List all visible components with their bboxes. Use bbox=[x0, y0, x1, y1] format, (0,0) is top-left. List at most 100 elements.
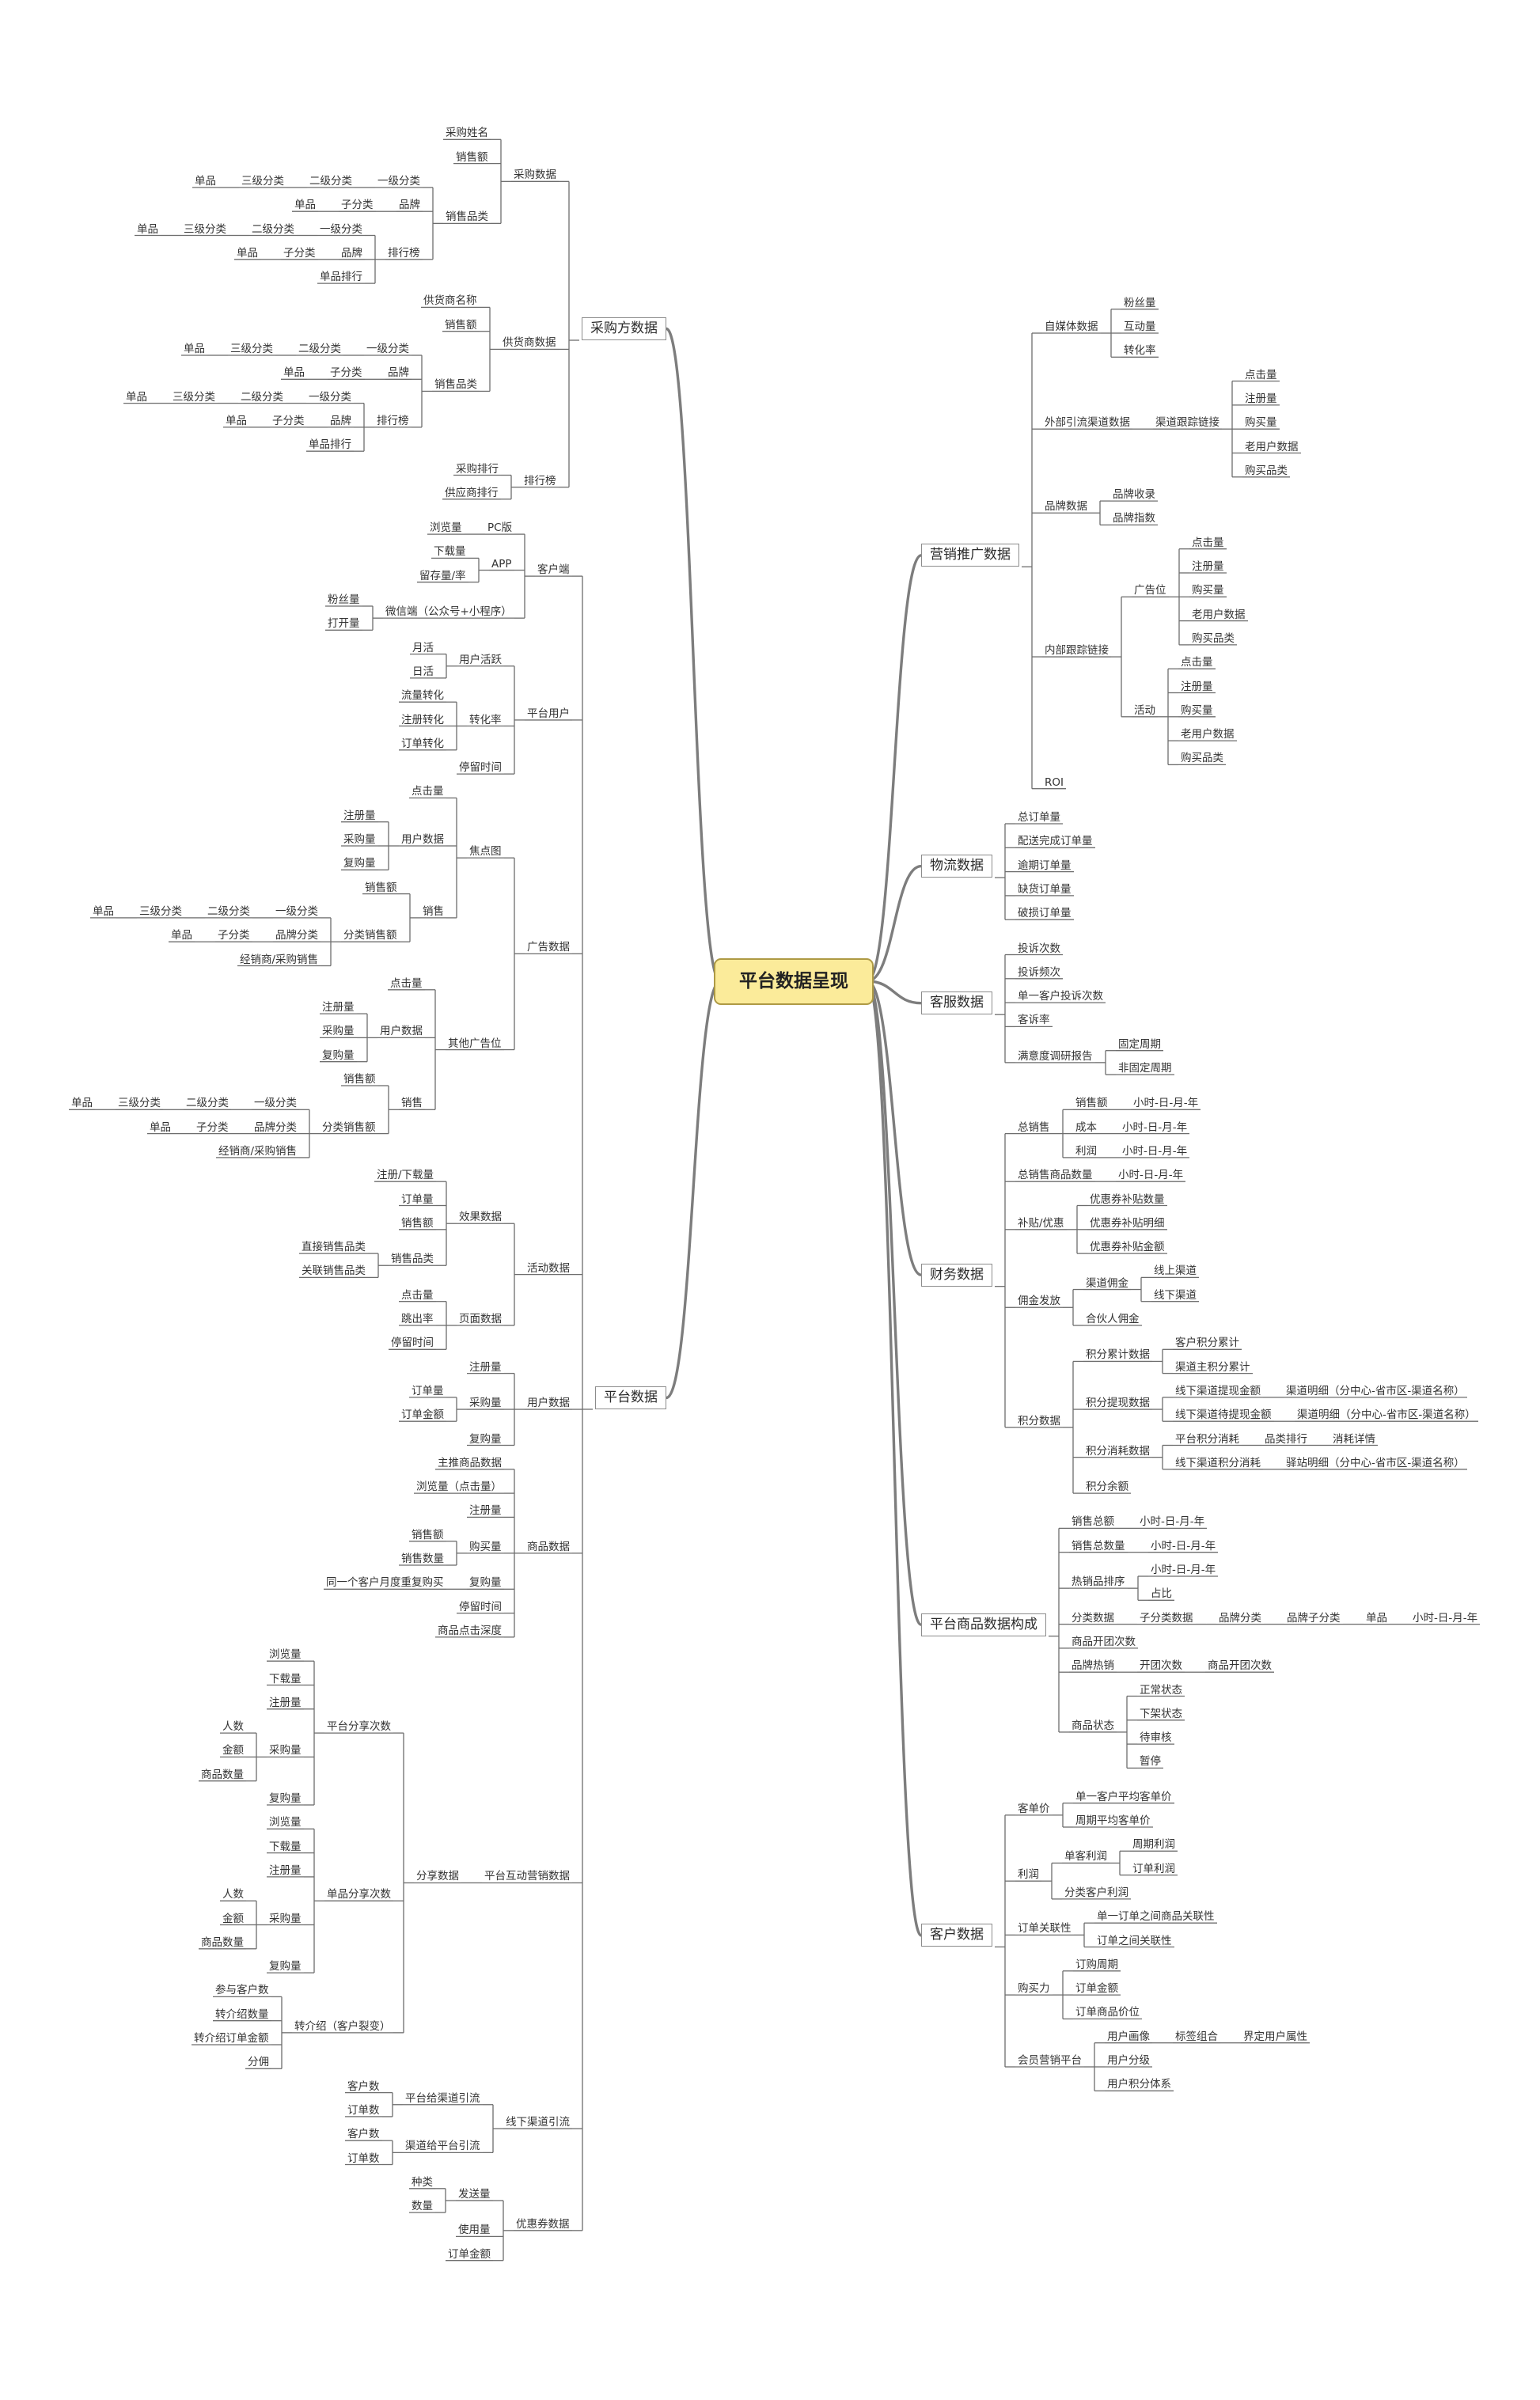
branch-topic[interactable]: 营销推广数据 bbox=[921, 544, 1019, 567]
topic-node[interactable]: 平台分享次数 bbox=[327, 1720, 391, 1734]
topic-node[interactable]: 一级分类 bbox=[320, 222, 362, 236]
topic-node[interactable]: 暂停 bbox=[1140, 1755, 1161, 1769]
topic-node[interactable]: 平台用户 bbox=[527, 707, 570, 720]
topic-node[interactable]: 单品分享次数 bbox=[327, 1888, 391, 1901]
topic-node[interactable]: 商品开团次数 bbox=[1208, 1659, 1272, 1673]
topic-node[interactable]: 消耗详情 bbox=[1333, 1432, 1375, 1446]
topic-node[interactable]: 一级分类 bbox=[254, 1097, 297, 1110]
topic-node[interactable]: 渠道明细（分中心-省市区-渠道名称） bbox=[1297, 1409, 1476, 1422]
topic-node[interactable]: 线上渠道 bbox=[1154, 1264, 1197, 1278]
topic-node[interactable]: 购买量 bbox=[1192, 584, 1224, 597]
topic-node[interactable]: 销售额 bbox=[412, 1528, 444, 1541]
topic-node[interactable]: 复购量 bbox=[322, 1048, 355, 1062]
topic-node[interactable]: 小时-日-月-年 bbox=[1118, 1169, 1184, 1182]
topic-node[interactable]: 点击量 bbox=[1181, 656, 1213, 669]
topic-node[interactable]: 金额 bbox=[222, 1744, 244, 1757]
topic-node[interactable]: 停留时间 bbox=[459, 761, 502, 775]
topic-node[interactable]: 用户活跃 bbox=[459, 653, 502, 666]
topic-node[interactable]: 点击量 bbox=[401, 1288, 434, 1302]
topic-node[interactable]: 周期利润 bbox=[1132, 1838, 1175, 1852]
topic-node[interactable]: 一级分类 bbox=[377, 174, 420, 188]
topic-node[interactable]: 分类销售额 bbox=[343, 929, 397, 942]
topic-node[interactable]: 广告位 bbox=[1134, 584, 1166, 597]
topic-node[interactable]: 单品 bbox=[226, 414, 247, 427]
topic-node[interactable]: 下载量 bbox=[269, 1840, 302, 1853]
topic-node[interactable]: 复购量 bbox=[269, 1792, 302, 1805]
branch-topic[interactable]: 采购方数据 bbox=[582, 317, 666, 340]
topic-node[interactable]: 二级分类 bbox=[252, 222, 294, 236]
topic-node[interactable]: 平台互动营销数据 bbox=[484, 1870, 570, 1883]
topic-node[interactable]: 订单量 bbox=[412, 1384, 444, 1397]
topic-node[interactable]: 总订单量 bbox=[1018, 811, 1060, 824]
topic-node[interactable]: 渠道主积分累计 bbox=[1175, 1360, 1250, 1374]
topic-node[interactable]: 点击量 bbox=[1245, 368, 1277, 381]
topic-node[interactable]: 分享数据 bbox=[416, 1870, 459, 1883]
topic-node[interactable]: 线下渠道待提现金额 bbox=[1175, 1409, 1272, 1422]
topic-node[interactable]: 二级分类 bbox=[298, 343, 341, 355]
topic-node[interactable]: 线下渠道积分消耗 bbox=[1175, 1456, 1261, 1469]
topic-node[interactable]: 注册量 bbox=[1245, 392, 1277, 405]
topic-node[interactable]: 采购姓名 bbox=[446, 127, 488, 140]
topic-node[interactable]: 销售 bbox=[423, 904, 444, 918]
branch-topic[interactable]: 客服数据 bbox=[921, 991, 992, 1015]
topic-node[interactable]: 注册/下载量 bbox=[377, 1169, 434, 1182]
topic-node[interactable]: 子分类 bbox=[283, 246, 316, 260]
topic-node[interactable]: 商品状态 bbox=[1072, 1719, 1114, 1732]
topic-node[interactable]: PC版 bbox=[487, 521, 513, 535]
topic-node[interactable]: 周期平均客单价 bbox=[1075, 1814, 1151, 1827]
topic-node[interactable]: 采购量 bbox=[269, 1744, 302, 1757]
topic-node[interactable]: 销售额 bbox=[343, 1073, 376, 1086]
topic-node[interactable]: 子分类 bbox=[218, 929, 250, 942]
topic-node[interactable]: 供货商名称 bbox=[423, 294, 477, 308]
topic-node[interactable]: 客户数 bbox=[347, 2080, 380, 2093]
topic-node[interactable]: 品牌子分类 bbox=[1287, 1611, 1341, 1625]
topic-node[interactable]: 成本 bbox=[1075, 1120, 1097, 1134]
topic-node[interactable]: 购买量 bbox=[1181, 703, 1213, 717]
topic-node[interactable]: 销售总额 bbox=[1072, 1515, 1114, 1529]
topic-node[interactable]: 单品 bbox=[237, 246, 258, 260]
topic-node[interactable]: 客户积分累计 bbox=[1175, 1336, 1239, 1350]
topic-node[interactable]: 积分提现数据 bbox=[1086, 1397, 1150, 1410]
topic-node[interactable]: 单品 bbox=[93, 904, 114, 918]
topic-node[interactable]: 单品 bbox=[184, 343, 205, 355]
topic-node[interactable]: 用户分级 bbox=[1107, 2054, 1150, 2067]
topic-node[interactable]: 一级分类 bbox=[366, 343, 409, 355]
topic-node[interactable]: 线下渠道提现金额 bbox=[1175, 1384, 1261, 1397]
topic-node[interactable]: 销售品类 bbox=[446, 210, 488, 224]
topic-node[interactable]: 二级分类 bbox=[207, 904, 250, 918]
topic-node[interactable]: 粉丝量 bbox=[1124, 296, 1156, 309]
topic-node[interactable]: 界定用户属性 bbox=[1243, 2030, 1307, 2043]
topic-node[interactable]: 焦点图 bbox=[469, 845, 502, 859]
topic-node[interactable]: 总销售 bbox=[1018, 1120, 1050, 1134]
branch-topic[interactable]: 平台商品数据构成 bbox=[921, 1613, 1046, 1636]
topic-node[interactable]: 商品数据 bbox=[527, 1540, 570, 1553]
topic-node[interactable]: 其他广告位 bbox=[448, 1037, 502, 1050]
topic-node[interactable]: 满意度调研报告 bbox=[1018, 1049, 1093, 1063]
topic-node[interactable]: 单品 bbox=[283, 366, 305, 380]
topic-node[interactable]: 人数 bbox=[222, 1888, 244, 1901]
topic-node[interactable]: 复购量 bbox=[469, 1432, 502, 1446]
topic-node[interactable]: 用户数据 bbox=[401, 833, 444, 846]
topic-node[interactable]: 优惠券数据 bbox=[516, 2217, 570, 2231]
topic-node[interactable]: 分类数据 bbox=[1072, 1611, 1114, 1625]
topic-node[interactable]: 品类排行 bbox=[1265, 1432, 1307, 1446]
topic-node[interactable]: 优惠券补贴金额 bbox=[1090, 1241, 1165, 1254]
topic-node[interactable]: 单品 bbox=[195, 174, 216, 188]
root-topic[interactable]: 平台数据呈现 bbox=[714, 957, 874, 1005]
topic-node[interactable]: 销售品类 bbox=[391, 1253, 434, 1266]
topic-node[interactable]: 复购量 bbox=[269, 1960, 302, 1973]
topic-node[interactable]: 订单量 bbox=[401, 1192, 434, 1206]
topic-node[interactable]: 注册量 bbox=[1192, 560, 1224, 573]
topic-node[interactable]: 热销品排序 bbox=[1072, 1575, 1125, 1589]
topic-node[interactable]: 品牌数据 bbox=[1045, 500, 1087, 514]
branch-topic[interactable]: 平台数据 bbox=[595, 1386, 666, 1409]
topic-node[interactable]: 微信端（公众号+小程序） bbox=[385, 605, 512, 619]
topic-node[interactable]: 单一客户平均客单价 bbox=[1075, 1790, 1172, 1803]
topic-node[interactable]: 销售 bbox=[401, 1097, 423, 1110]
topic-node[interactable]: 供货商数据 bbox=[503, 336, 556, 350]
topic-node[interactable]: 平台积分消耗 bbox=[1175, 1432, 1239, 1446]
topic-node[interactable]: 注册量 bbox=[322, 1001, 355, 1014]
topic-node[interactable]: 复购量 bbox=[343, 857, 376, 870]
topic-node[interactable]: 用户数据 bbox=[380, 1025, 423, 1038]
topic-node[interactable]: 采购量 bbox=[343, 833, 376, 846]
